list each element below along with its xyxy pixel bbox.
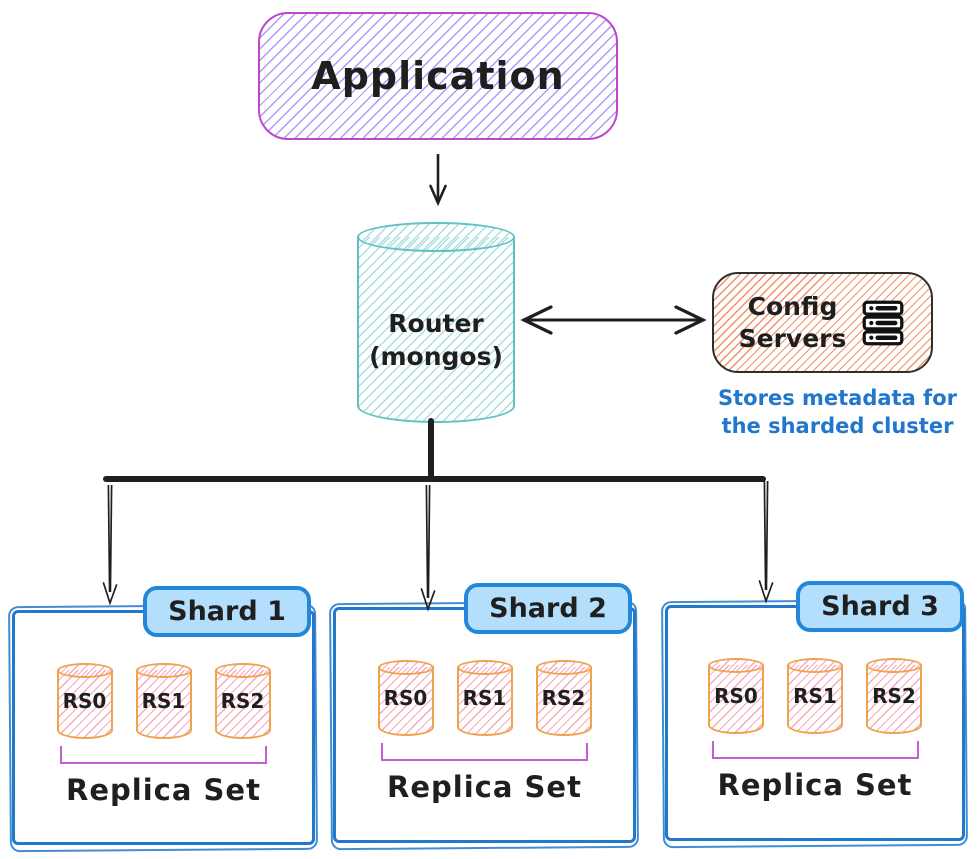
- shard-3-replicas: RS0 RS1 RS2: [668, 658, 962, 734]
- router-title: Router: [388, 309, 484, 338]
- shard-2-label: Shard 2: [489, 593, 607, 624]
- replica-cylinder: RS1: [135, 663, 192, 739]
- router-cylinder-top: [357, 222, 515, 252]
- application-node: Application: [258, 12, 618, 140]
- replica-label: RS0: [383, 686, 428, 710]
- replica-cylinder: RS2: [535, 660, 592, 736]
- replica-set-bracket: [60, 746, 267, 764]
- application-label: Application: [311, 54, 565, 98]
- shard-2-replicas: RS0 RS1 RS2: [336, 660, 633, 736]
- config-servers-node: Config Servers: [712, 272, 933, 373]
- replica-set-bracket: [711, 741, 919, 759]
- replica-label: RS1: [793, 684, 837, 708]
- replica-cylinder: RS1: [456, 660, 513, 736]
- router-config-double-arrow: [520, 305, 707, 335]
- replica-cylinder: RS0: [56, 663, 113, 739]
- replica-label: RS1: [141, 689, 186, 713]
- app-to-router-arrow: [429, 154, 447, 207]
- shard-3-tab: Shard 3: [796, 581, 964, 632]
- trunk-to-shard3-arrow: [758, 480, 774, 604]
- replica-cylinder: RS2: [214, 663, 271, 739]
- config-title-line2: Servers: [738, 323, 847, 353]
- replica-label: RS2: [541, 686, 586, 710]
- replica-cylinder: RS0: [377, 660, 434, 736]
- config-servers-caption: Stores metadata for the sharded cluster: [695, 384, 980, 441]
- replica-label: RS0: [62, 689, 107, 713]
- shard-1-tab: Shard 1: [143, 586, 311, 637]
- shard-1-caption: Replica Set: [66, 773, 261, 807]
- config-title-line1: Config: [747, 292, 838, 322]
- shard-2-caption: Replica Set: [387, 770, 582, 804]
- shard-1-label: Shard 1: [168, 596, 286, 627]
- shard-3-caption: Replica Set: [717, 768, 913, 802]
- trunk-to-shard1-arrow: [102, 484, 118, 606]
- router-to-shards-trunk: [103, 418, 766, 482]
- replica-label: RS1: [462, 686, 507, 710]
- replica-cylinder: RS1: [787, 658, 843, 734]
- replica-cylinder: RS2: [866, 658, 922, 734]
- router-node: Router (mongos): [357, 222, 515, 423]
- config-caption-line2: the sharded cluster: [721, 414, 954, 439]
- router-subtitle: (mongos): [369, 341, 503, 371]
- replica-label: RS2: [220, 689, 265, 713]
- router-cylinder-body: [357, 237, 515, 423]
- shard-3-label: Shard 3: [821, 591, 939, 622]
- replica-label: RS0: [714, 684, 758, 708]
- shard-1-replicas: RS0 RS1 RS2: [15, 663, 312, 739]
- replica-label: RS2: [872, 684, 916, 708]
- router-label: Router (mongos): [357, 308, 515, 373]
- shard-2-node: Shard 2 RS0 RS1 RS2 Replica Set: [333, 583, 636, 843]
- shard-3-node: Shard 3 RS0 RS1 RS2 Replica Set: [665, 581, 965, 841]
- trunk-to-shard2-arrow: [420, 484, 436, 612]
- config-caption-line1: Stores metadata for: [718, 386, 957, 410]
- replica-cylinder: RS0: [708, 658, 764, 734]
- shard-1-node: Shard 1 RS0 RS1 RS2 Replica Set: [12, 586, 315, 845]
- config-servers-label: Config Servers: [739, 291, 847, 354]
- replica-set-bracket: [381, 743, 588, 761]
- server-stack-icon: [862, 300, 904, 345]
- shard-2-tab: Shard 2: [464, 583, 632, 634]
